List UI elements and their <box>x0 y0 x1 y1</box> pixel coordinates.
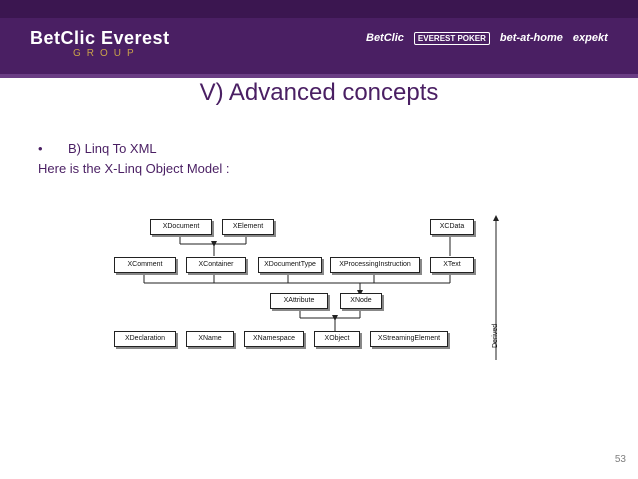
brand-name: BetClic Everest <box>30 28 170 48</box>
partner-logo-everest-poker: EVEREST POKER <box>413 31 490 45</box>
body-text: Here is the X-Linq Object Model : <box>38 161 230 176</box>
class-box-xcomment: XComment <box>114 257 176 273</box>
class-box-xdeclaration: XDeclaration <box>114 331 176 347</box>
slide-header: BetClic Everest GROUP BetClic EVEREST PO… <box>0 0 638 78</box>
class-box-xcdata: XCData <box>430 219 474 235</box>
class-box-xdocument: XDocument <box>150 219 212 235</box>
brand-subtitle: GROUP <box>73 48 140 59</box>
page-number: 53 <box>614 454 626 465</box>
class-box-xelement: XElement <box>222 219 274 235</box>
partner-logo-bet-at-home: bet-at-home <box>499 32 563 44</box>
class-box-xnamespace: XNamespace <box>244 331 304 347</box>
class-box-xdocumenttype: XDocumentType <box>258 257 322 273</box>
partner-logos: BetClic EVEREST POKER bet-at-home expekt <box>366 26 608 50</box>
partner-logo-betclic: BetClic <box>366 32 404 44</box>
bullet-text: B) Linq To XML <box>68 141 157 156</box>
class-box-xcontainer: XContainer <box>186 257 246 273</box>
class-box-xobject: XObject <box>314 331 360 347</box>
slide-title: V) Advanced concepts <box>199 79 439 106</box>
class-box-xattribute: XAttribute <box>270 293 328 309</box>
class-box-xnode: XNode <box>340 293 382 309</box>
class-box-xprocessinginstruction: XProcessingInstruction <box>330 257 420 273</box>
class-box-xtext: XText <box>430 257 474 273</box>
bullet-item: • B) Linq To XML <box>38 141 157 156</box>
header-band <box>0 0 638 18</box>
header-divider <box>0 74 638 78</box>
class-box-xstreamingelement: XStreamingElement <box>370 331 448 347</box>
class-box-xname: XName <box>186 331 234 347</box>
bullet-marker: • <box>38 141 43 156</box>
derived-axis-label: Derived <box>492 323 499 348</box>
partner-logo-expekt: expekt <box>572 32 608 44</box>
